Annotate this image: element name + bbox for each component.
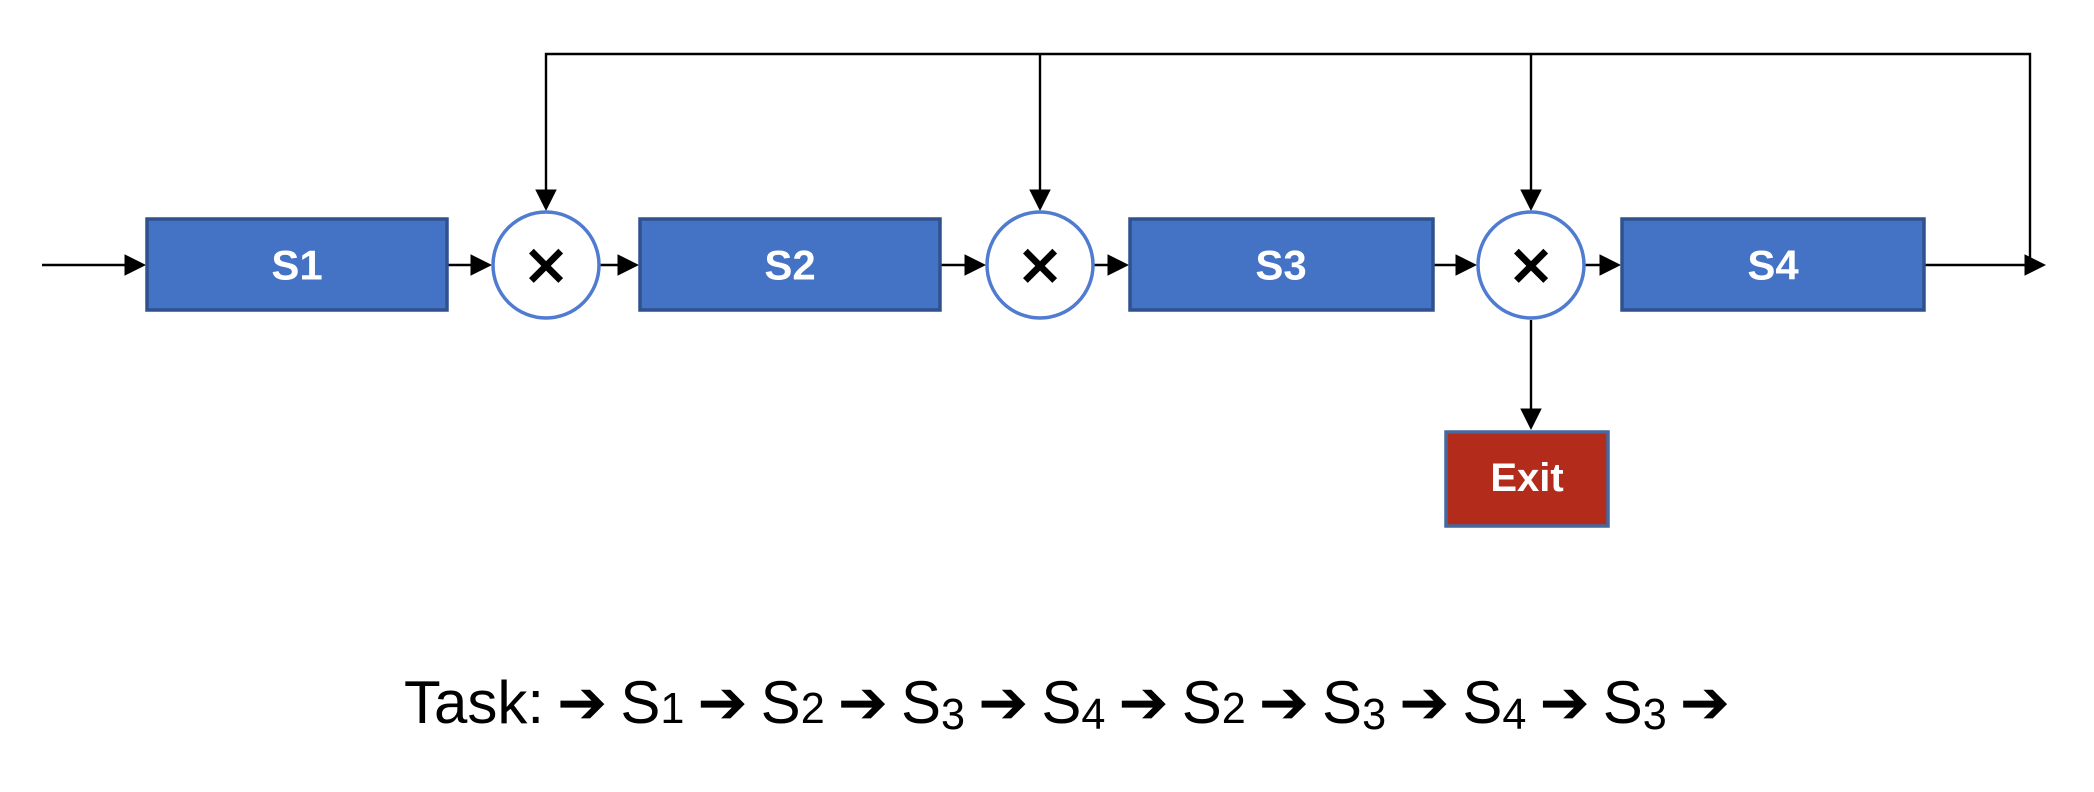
stage-box-s2 <box>638 217 942 312</box>
task-arrow-icon: ➔ <box>978 668 1029 738</box>
multiplier-symbol-2: × <box>1016 230 1065 298</box>
stage-box-s4 <box>1620 217 1926 312</box>
task-state-s3: S3 <box>1322 669 1387 740</box>
task-arrow-icon: ➔ <box>1399 668 1450 738</box>
multiplier-circle-3 <box>1476 210 1586 320</box>
stage-box-s3 <box>1128 217 1435 312</box>
task-state-s2: S2 <box>760 669 825 736</box>
task-arrow-icon: ➔ <box>1679 668 1731 738</box>
task-arrow-icon: ➔ <box>697 668 748 738</box>
task-arrow-icon: ➔ <box>1118 668 1169 738</box>
multiplier-circle-1 <box>491 210 601 320</box>
feedback-line <box>535 52 2032 265</box>
task-arrow-icon: ➔ <box>1258 668 1310 738</box>
stage-box-s1 <box>145 217 449 312</box>
task-sequence: Task:➔S1➔S2➔S3➔S4➔S2➔S3➔S4➔S3➔ <box>404 668 1731 740</box>
multiplier-circle-2 <box>985 210 1095 320</box>
task-arrow-icon: ➔ <box>837 668 889 738</box>
flow-diagram: S1 S2 S3 S4 × × × Exit <box>42 52 2047 528</box>
task-state-s3: S3 <box>901 669 966 740</box>
task-state-s2: S2 <box>1181 669 1246 736</box>
exit-box <box>1444 430 1610 528</box>
multiplier-symbol-1: × <box>522 230 571 298</box>
task-state-s4: S4 <box>1041 669 1106 740</box>
task-state-s1: S1 <box>620 669 685 736</box>
stage-label-s2: S2 <box>764 242 815 289</box>
task-arrow-icon: ➔ <box>1539 668 1590 738</box>
task-prefix: Task: <box>404 669 545 736</box>
task-arrow-icon: ➔ <box>557 668 608 738</box>
task-state-s3: S3 <box>1602 669 1667 740</box>
stage-label-s4: S4 <box>1747 242 1799 289</box>
stage-label-s1: S1 <box>271 242 322 289</box>
exit-label: Exit <box>1490 456 1563 500</box>
task-state-s4: S4 <box>1462 669 1527 740</box>
multiplier-symbol-3: × <box>1507 230 1556 298</box>
stage-label-s3: S3 <box>1255 242 1306 289</box>
